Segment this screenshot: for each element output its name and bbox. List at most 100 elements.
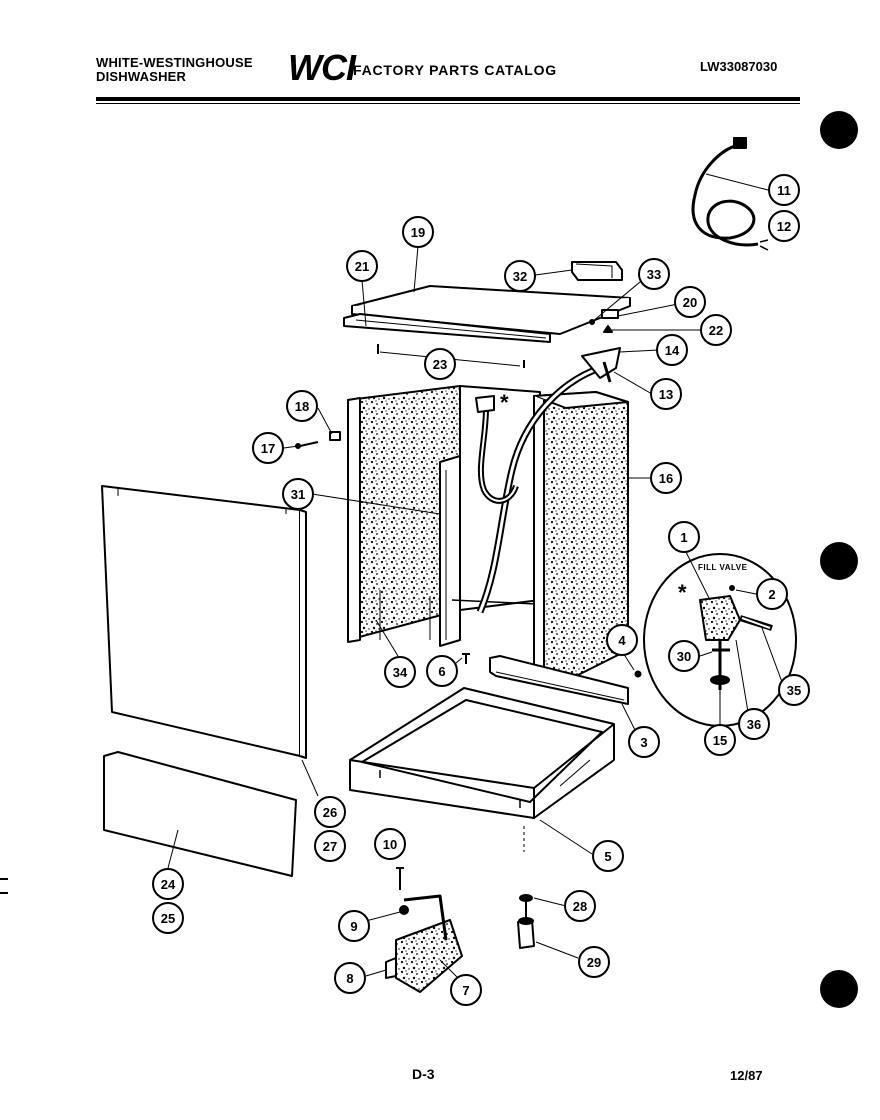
model-number: LW33087030 — [700, 59, 778, 74]
right-side-panel — [533, 391, 629, 683]
svg-text:25: 25 — [161, 911, 175, 926]
callout-4: 4 — [606, 624, 638, 656]
callout-10: 10 — [374, 828, 406, 860]
callout-20: 20 — [674, 286, 706, 318]
svg-text:19: 19 — [411, 225, 425, 240]
svg-text:17: 17 — [261, 441, 275, 456]
callout-31: 31 — [282, 478, 314, 510]
front-rail — [489, 655, 629, 705]
svg-text:3: 3 — [640, 735, 647, 750]
callout-13: 13 — [650, 378, 682, 410]
callout-5: 5 — [592, 840, 624, 872]
svg-text:5: 5 — [604, 849, 611, 864]
callout-29: 29 — [578, 946, 610, 978]
callout-9: 9 — [338, 910, 370, 942]
fill-valve-detail — [643, 553, 797, 727]
svg-text:33: 33 — [647, 267, 661, 282]
binder-hole-middle — [820, 542, 858, 580]
screw-6 — [462, 653, 470, 664]
bracket — [571, 261, 623, 281]
drain-hose — [476, 347, 621, 614]
svg-text:28: 28 — [573, 899, 587, 914]
callout-27: 27 — [314, 830, 346, 862]
svg-text:20: 20 — [683, 295, 697, 310]
clip-18 — [329, 431, 341, 441]
callout-11: 11 — [768, 174, 800, 206]
top-panel — [343, 285, 631, 343]
callout-23: 23 — [424, 348, 456, 380]
svg-text:29: 29 — [587, 955, 601, 970]
asterisk-mark-valve: * — [678, 580, 687, 605]
pump-motor-assembly — [385, 894, 463, 993]
callout-17: 17 — [252, 432, 284, 464]
svg-text:7: 7 — [462, 983, 469, 998]
callout-21: 21 — [346, 250, 378, 282]
callout-8: 8 — [334, 962, 366, 994]
wci-logo: WCI — [288, 47, 356, 88]
svg-text:8: 8 — [346, 971, 353, 986]
base-frame — [349, 687, 615, 819]
callout-2: 2 — [756, 578, 788, 610]
svg-text:22: 22 — [709, 323, 723, 338]
brand-name: WHITE-WESTINGHOUSE — [96, 55, 253, 70]
callout-6: 6 — [426, 655, 458, 687]
svg-text:13: 13 — [659, 387, 673, 402]
callout-1: 1 — [668, 521, 700, 553]
svg-text:2: 2 — [768, 587, 775, 602]
callout-32: 32 — [504, 260, 536, 292]
callout-16: 16 — [650, 462, 682, 494]
brand-block: WHITE-WESTINGHOUSE DISHWASHER — [96, 56, 253, 84]
kick-plate — [103, 751, 297, 877]
svg-text:11: 11 — [777, 183, 791, 198]
page-number: D-3 — [412, 1066, 435, 1082]
callout-34: 34 — [384, 656, 416, 688]
binder-hole-top — [820, 111, 858, 149]
callout-12: 12 — [768, 210, 800, 242]
door-panel — [101, 485, 307, 759]
callout-35: 35 — [778, 674, 810, 706]
power-cord — [691, 137, 769, 251]
screw-4 — [634, 670, 642, 678]
svg-text:4: 4 — [618, 633, 626, 648]
callout-36: 36 — [738, 708, 770, 740]
callout-33: 33 — [638, 258, 670, 290]
catalog-title: FACTORY PARTS CATALOG — [353, 62, 557, 78]
callouts: 1 2 3 4 5 6 7 8 9 10 11 12 13 14 15 16 1… — [152, 174, 810, 1006]
callout-26: 26 — [314, 796, 346, 828]
callout-19: 19 — [402, 216, 434, 248]
edge-mark — [0, 878, 8, 894]
cabinet-frame — [347, 385, 541, 647]
header-rule-thin — [96, 103, 800, 104]
svg-text:21: 21 — [355, 259, 369, 274]
callout-25: 25 — [152, 902, 184, 934]
svg-text:9: 9 — [350, 919, 357, 934]
svg-text:12: 12 — [777, 219, 791, 234]
svg-text:14: 14 — [665, 343, 680, 358]
callout-22: 22 — [700, 314, 732, 346]
svg-text:23: 23 — [433, 357, 447, 372]
callout-18: 18 — [286, 390, 318, 422]
screw-17 — [299, 441, 319, 447]
svg-text:36: 36 — [747, 717, 761, 732]
leader-lines — [167, 173, 783, 979]
callout-30: 30 — [668, 640, 700, 672]
svg-text:31: 31 — [291, 487, 305, 502]
callout-24: 24 — [152, 868, 184, 900]
svg-text:32: 32 — [513, 269, 527, 284]
svg-text:1: 1 — [680, 530, 687, 545]
svg-text:16: 16 — [659, 471, 673, 486]
callout-15: 15 — [704, 724, 736, 756]
leveling-leg — [517, 894, 535, 949]
svg-text:34: 34 — [393, 665, 408, 680]
screw-10 — [396, 867, 404, 890]
svg-text:35: 35 — [787, 683, 801, 698]
binder-hole-bottom — [820, 970, 858, 1008]
product-name: DISHWASHER — [96, 69, 187, 84]
svg-text:24: 24 — [161, 877, 176, 892]
asterisk-mark-hose: * — [500, 390, 509, 415]
svg-text:10: 10 — [383, 837, 397, 852]
svg-text:27: 27 — [323, 839, 337, 854]
callout-7: 7 — [450, 974, 482, 1006]
